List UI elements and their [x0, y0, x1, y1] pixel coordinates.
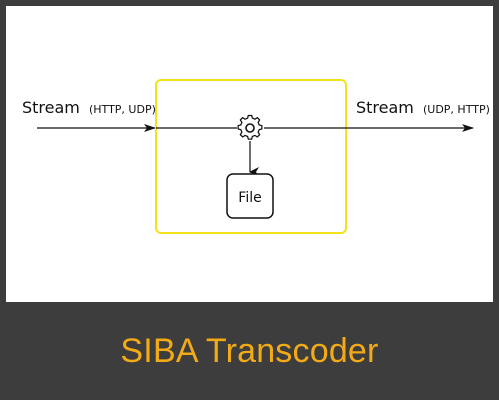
transcoder-box	[155, 79, 347, 234]
output-stream-label: Stream (UDP, HTTP)	[356, 98, 490, 117]
caption-bar: SIBA Transcoder	[0, 302, 499, 400]
gear-icon	[237, 114, 263, 140]
transcoder-diagram: Stream (HTTP, UDP) File	[22, 79, 490, 234]
caption-title: SIBA Transcoder	[120, 331, 379, 370]
file-box	[226, 173, 274, 219]
file-label: File	[238, 190, 261, 206]
input-stream-label: Stream (HTTP, UDP)	[22, 98, 156, 117]
diagram-canvas: Stream (HTTP, UDP) File	[6, 6, 493, 302]
